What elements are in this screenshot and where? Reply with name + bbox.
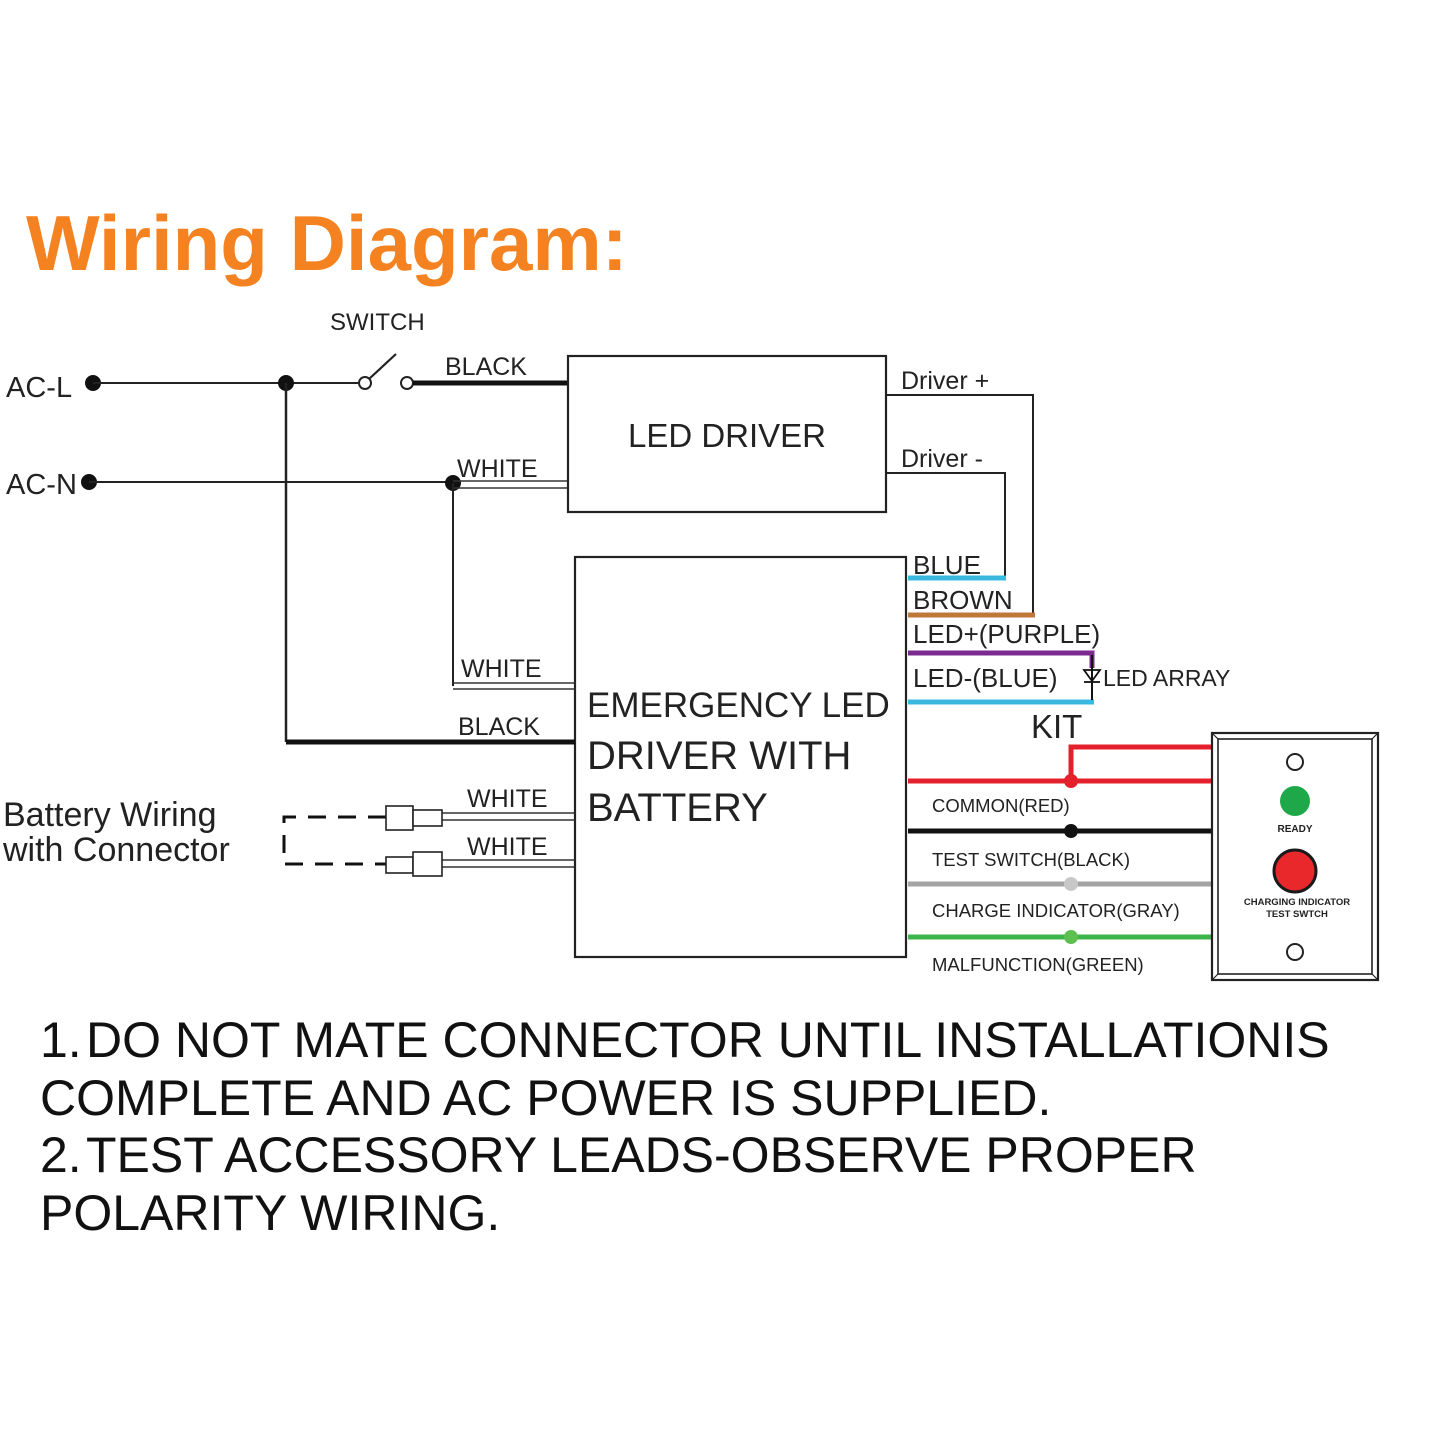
note-2: 2.TEST ACCESSORY LEADS-OBSERVE PROPER — [40, 1127, 1444, 1185]
brown-wire-label: BROWN — [913, 585, 1013, 615]
connector-2-large — [412, 851, 443, 877]
driver-minus-label: Driver - — [901, 445, 983, 473]
led-array-diode-icon — [1082, 655, 1102, 700]
switch-label: SWITCH — [330, 309, 425, 336]
test-leads: COMMON(RED) TEST SWITCH(BLACK) CHARGE IN… — [908, 744, 1212, 975]
blue-wire-label: BLUE — [913, 550, 981, 580]
installation-notes: 1.DO NOT MATE CONNECTOR UNTIL INSTALLATI… — [40, 1012, 1444, 1242]
test-switch-black-label: TEST SWITCH(BLACK) — [932, 849, 1130, 870]
emergency-label-line2: DRIVER WITH — [587, 734, 851, 778]
panel-screw-bottom-icon — [1286, 943, 1304, 961]
led-array-label: LED ARRAY — [1103, 665, 1230, 691]
led-driver-label: LED DRIVER — [628, 417, 826, 454]
emergency-label-line3: BATTERY — [587, 786, 768, 830]
emergency-white-label: WHITE — [461, 655, 542, 683]
emergency-driver: EMERGENCY LED DRIVER WITH BATTERY WHITE … — [286, 555, 908, 959]
charge-indicator-gray-label: CHARGE INDICATOR(GRAY) — [932, 900, 1180, 921]
led-minus-label: LED-(BLUE) — [913, 663, 1057, 693]
battery-dashed-loop — [282, 815, 386, 866]
output-wires: BLUE BROWN LED+(PURPLE) LED-(BLUE) LED A… — [908, 550, 1230, 745]
battery-white-2-label: WHITE — [467, 833, 548, 861]
note-1-line1: DO NOT MATE CONNECTOR UNTIL INSTALLATION… — [86, 1012, 1330, 1068]
led-plus-label: LED+(PURPLE) — [913, 619, 1100, 649]
note-1: 1.DO NOT MATE CONNECTOR UNTIL INSTALLATI… — [40, 1012, 1444, 1070]
black-wire-label: BLACK — [445, 353, 527, 381]
test-switch-button[interactable] — [1272, 848, 1318, 894]
malfunction-green-junction — [1064, 930, 1078, 944]
switch-contact-right — [400, 376, 414, 390]
led-driver: LED DRIVER Driver + Driver - — [566, 354, 1034, 614]
note-1-number: 1. — [40, 1012, 82, 1068]
battery-white-1-label: WHITE — [467, 785, 548, 813]
battery-label-line1: Battery Wiring — [3, 796, 217, 834]
note-2-number: 2. — [40, 1127, 82, 1183]
connector-1-large — [385, 805, 414, 831]
test-switch-label: TEST SWTCH — [1266, 909, 1328, 920]
white-wire-label: WHITE — [457, 455, 538, 483]
connector-2-small — [385, 856, 414, 874]
charge-indicator-gray-junction — [1064, 877, 1078, 891]
common-red-branch-wire — [1068, 744, 1212, 781]
emergency-label-line1: EMERGENCY LED — [587, 686, 890, 725]
note-2-continued: POLARITY WIRING. — [40, 1184, 501, 1241]
common-red-junction — [1064, 774, 1078, 788]
switch-contact-left — [358, 376, 372, 390]
ready-indicator-led — [1280, 786, 1310, 816]
charging-indicator-label: CHARGING INDICATOR — [1244, 897, 1350, 908]
driver-minus-wire — [886, 472, 1006, 578]
ac-l-label: AC-L — [6, 372, 72, 404]
ready-label: READY — [1277, 824, 1312, 835]
malfunction-green-label: MALFUNCTION(GREEN) — [932, 954, 1144, 975]
battery-label-line2: with Connector — [2, 831, 230, 869]
test-switch-panel: READY CHARGING INDICATOR TEST SWTCH — [1210, 731, 1380, 982]
driver-plus-label: Driver + — [901, 367, 989, 395]
note-1-continued: COMPLETE AND AC POWER IS SUPPLIED. — [40, 1069, 1052, 1126]
switch-lever — [368, 353, 397, 380]
ac-input-section: AC-L AC-N SWITCH BLACK WHITE — [6, 309, 568, 742]
panel-screw-top-icon — [1286, 753, 1304, 771]
test-switch-black-junction — [1064, 824, 1078, 838]
emergency-black-label: BLACK — [458, 713, 540, 741]
emergency-driver-box — [573, 555, 908, 959]
page-title: Wiring Diagram: — [26, 199, 628, 287]
connector-1-small — [412, 809, 443, 827]
ac-n-label: AC-N — [6, 469, 77, 501]
kit-label: KIT — [1031, 708, 1082, 745]
driver-plus-wire — [886, 394, 1034, 614]
note-2-line1: TEST ACCESSORY LEADS-OBSERVE PROPER — [86, 1127, 1197, 1183]
battery-connector: Battery Wiring with Connector — [2, 796, 443, 877]
led-driver-box — [566, 354, 888, 514]
common-red-label: COMMON(RED) — [932, 795, 1070, 816]
